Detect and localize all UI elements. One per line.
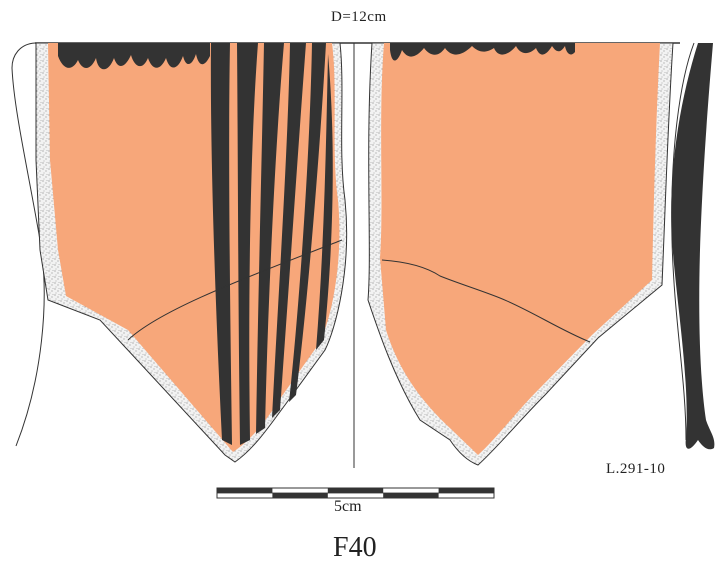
glaze-stripes [210,43,333,445]
wall-profile-outline [671,42,695,441]
figure-label: F40 [333,532,377,563]
scale-bar [216,487,495,499]
scale-label: 5cm [334,498,362,515]
wall-profile-section [671,43,715,450]
interior-rim-drips [390,43,575,61]
exterior-sherd [35,42,348,463]
exterior-join-line [127,239,343,341]
interior-sherd [367,42,674,466]
rim-glaze-drips [58,43,210,70]
left-wall-outline [11,42,45,447]
interior-clay-surface [380,43,660,455]
diameter-label: D=12cm [331,9,387,25]
catalog-number-label: L.291-10 [606,461,666,477]
interior-join-line [381,259,591,343]
